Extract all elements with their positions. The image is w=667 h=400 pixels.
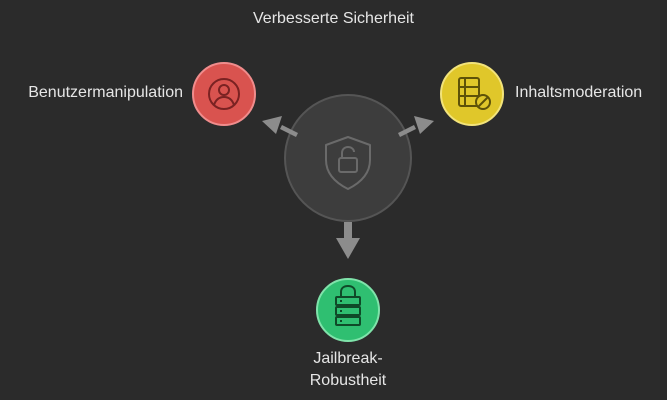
center-hub <box>284 94 412 222</box>
server-lock-icon <box>335 284 361 326</box>
film-block-icon <box>458 77 491 110</box>
arrow-to-jailbreak <box>336 222 360 259</box>
label-user-manipulation: Benutzermanipulation <box>28 84 183 101</box>
arrow-to-content <box>398 116 434 137</box>
user-circle-icon <box>208 78 240 110</box>
node-jailbreak <box>316 278 380 342</box>
label-jailbreak: Jailbreak- Robustheit <box>248 348 448 392</box>
label-content-moderation: Inhaltsmoderation <box>515 84 643 101</box>
label-jailbreak-line1: Jailbreak- <box>313 350 383 367</box>
node-user-manipulation <box>192 62 256 126</box>
diagram-title: Verbesserte Sicherheit <box>253 10 414 27</box>
label-jailbreak-line2: Robustheit <box>309 372 387 389</box>
shield-lock-icon <box>325 136 371 190</box>
node-content-moderation <box>440 62 504 126</box>
arrow-to-user <box>262 116 298 137</box>
